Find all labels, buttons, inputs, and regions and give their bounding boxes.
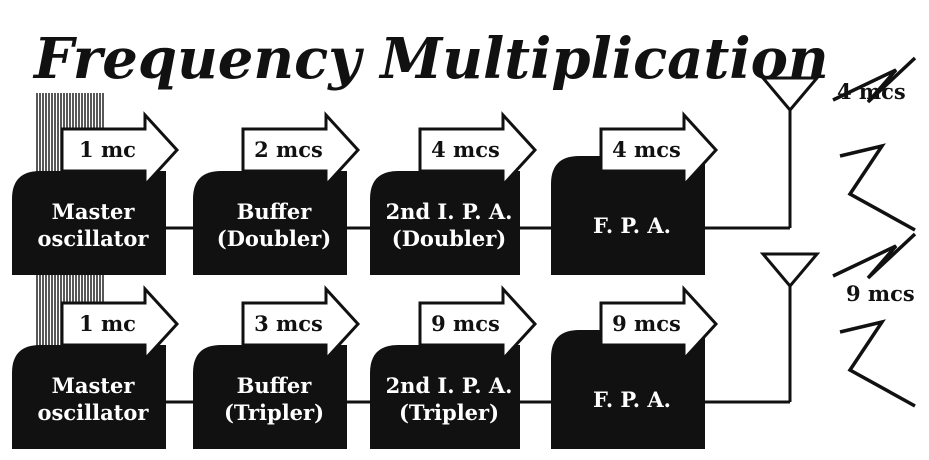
stage-block xyxy=(370,171,520,275)
lightning-bolt-icon xyxy=(839,143,916,232)
lightning-bolt-icon xyxy=(832,232,917,280)
stage-block xyxy=(370,345,520,449)
stage-frequency-label: 9 mcs xyxy=(431,311,500,336)
stage-frequency-label: 1 mc xyxy=(79,137,136,162)
stage-frequency-label: 1 mc xyxy=(79,311,136,336)
stage-label-line1: 2nd I. P. A. xyxy=(386,199,513,224)
arrow-right-icon xyxy=(418,285,538,363)
stage-label-line2: (Tripler) xyxy=(224,400,324,425)
stage-frequency-label: 2 mcs xyxy=(254,137,323,162)
stage-block xyxy=(193,171,347,275)
stage-4: F. P. A. 4 mcs xyxy=(551,111,719,275)
stage-frequency-label: 4 mcs xyxy=(612,137,681,162)
stage-label-line1: Master xyxy=(52,199,136,224)
stage-label-line2: oscillator xyxy=(38,226,150,251)
arrow-right-icon xyxy=(241,111,361,189)
stage-label-line2: (Doubler) xyxy=(392,226,506,251)
stage-block xyxy=(12,345,166,449)
antenna-icon xyxy=(759,252,821,289)
stage-block xyxy=(193,345,347,449)
lightning-bolt-icon xyxy=(832,56,917,104)
arrow-right-icon xyxy=(599,285,719,363)
stage-label-line1: F. P. A. xyxy=(593,387,671,412)
stage-label-line1: Buffer xyxy=(237,373,313,398)
arrow-right-icon xyxy=(60,285,180,363)
diagram-title: Frequency Multiplication xyxy=(32,26,829,92)
stage-block xyxy=(12,171,166,275)
stage-label-line1: F. P. A. xyxy=(593,213,671,238)
lightning-bolt-icon xyxy=(839,319,916,408)
arrow-right-icon xyxy=(241,285,361,363)
stage-3: 2nd I. P. A.(Tripler) 9 mcs xyxy=(370,285,538,449)
arrow-right-icon xyxy=(599,111,719,189)
stage-frequency-label: 3 mcs xyxy=(254,311,323,336)
arrow-right-icon xyxy=(418,111,538,189)
stage-label-line1: 2nd I. P. A. xyxy=(386,373,513,398)
stage-block xyxy=(551,156,705,275)
output-frequency-label: 9 mcs xyxy=(846,281,915,306)
arrow-right-icon xyxy=(60,111,180,189)
stage-2: Buffer(Doubler) 2 mcs xyxy=(193,111,361,275)
stage-label-line2: (Tripler) xyxy=(399,400,499,425)
antenna-icon xyxy=(759,76,821,113)
stage-label-line2: (Doubler) xyxy=(217,226,331,251)
stage-label-line1: Buffer xyxy=(237,199,313,224)
stage-frequency-label: 4 mcs xyxy=(431,137,500,162)
stage-label-line1: Master xyxy=(52,373,136,398)
stage-block xyxy=(551,330,705,449)
stage-4: F. P. A. 9 mcs xyxy=(551,285,719,449)
output-frequency-label: 4 mcs xyxy=(837,79,906,104)
stage-2: Buffer(Tripler) 3 mcs xyxy=(193,285,361,449)
stage-label-line2: oscillator xyxy=(38,400,150,425)
stage-3: 2nd I. P. A.(Doubler) 4 mcs xyxy=(370,111,538,275)
stage-frequency-label: 9 mcs xyxy=(612,311,681,336)
